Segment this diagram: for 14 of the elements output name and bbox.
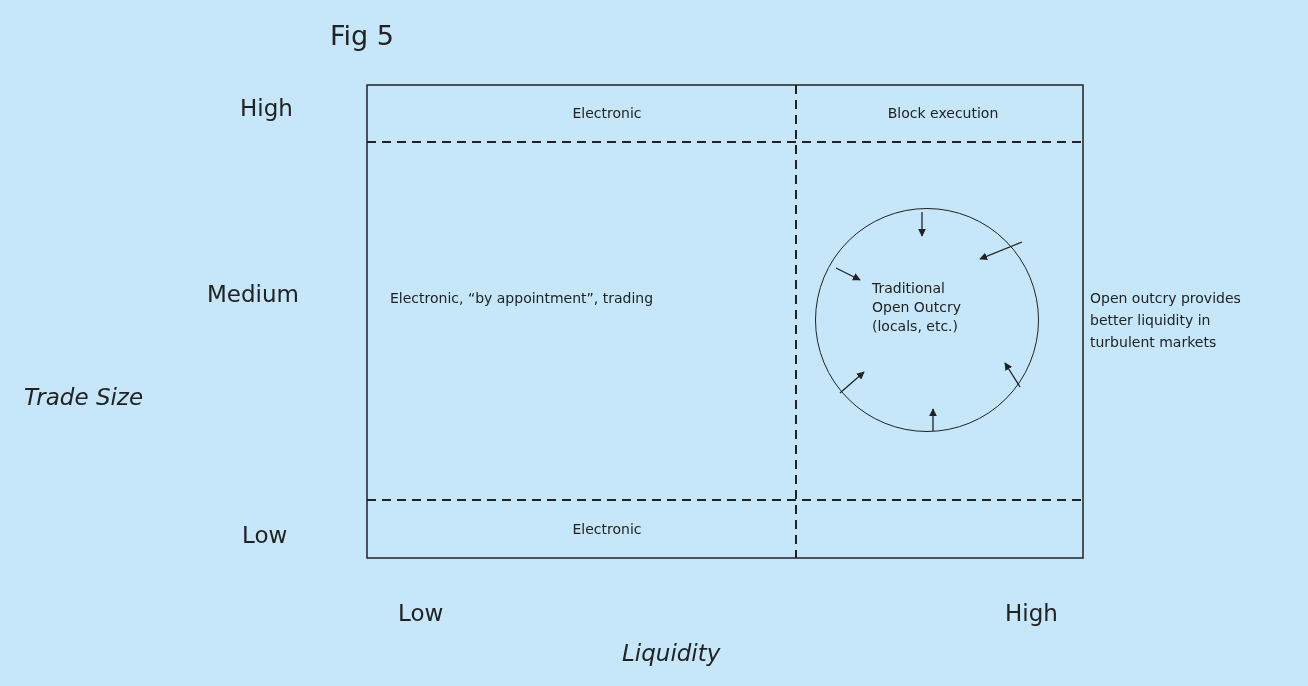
axis-label: High <box>1005 600 1058 626</box>
region-label: Traditional Open Outcry (locals, etc.) <box>872 279 962 336</box>
cell-label: Electronic <box>572 521 642 537</box>
axis-label: Low <box>242 522 288 548</box>
side-note: Open outcry provides better liquidity in turbulent markets <box>1090 289 1242 352</box>
cell-label: Electronic <box>572 105 642 121</box>
figure-title: Fig 5 <box>330 20 394 51</box>
axis-title: Trade Size <box>24 384 144 410</box>
axis-label: Low <box>398 600 444 626</box>
axis-title: Liquidity <box>622 640 721 666</box>
cell-label: Block execution <box>887 105 999 121</box>
cell-label: Electronic, “by appointment”, trading <box>390 290 654 306</box>
axis-label: Medium <box>207 281 299 307</box>
axis-label: High <box>240 95 293 121</box>
